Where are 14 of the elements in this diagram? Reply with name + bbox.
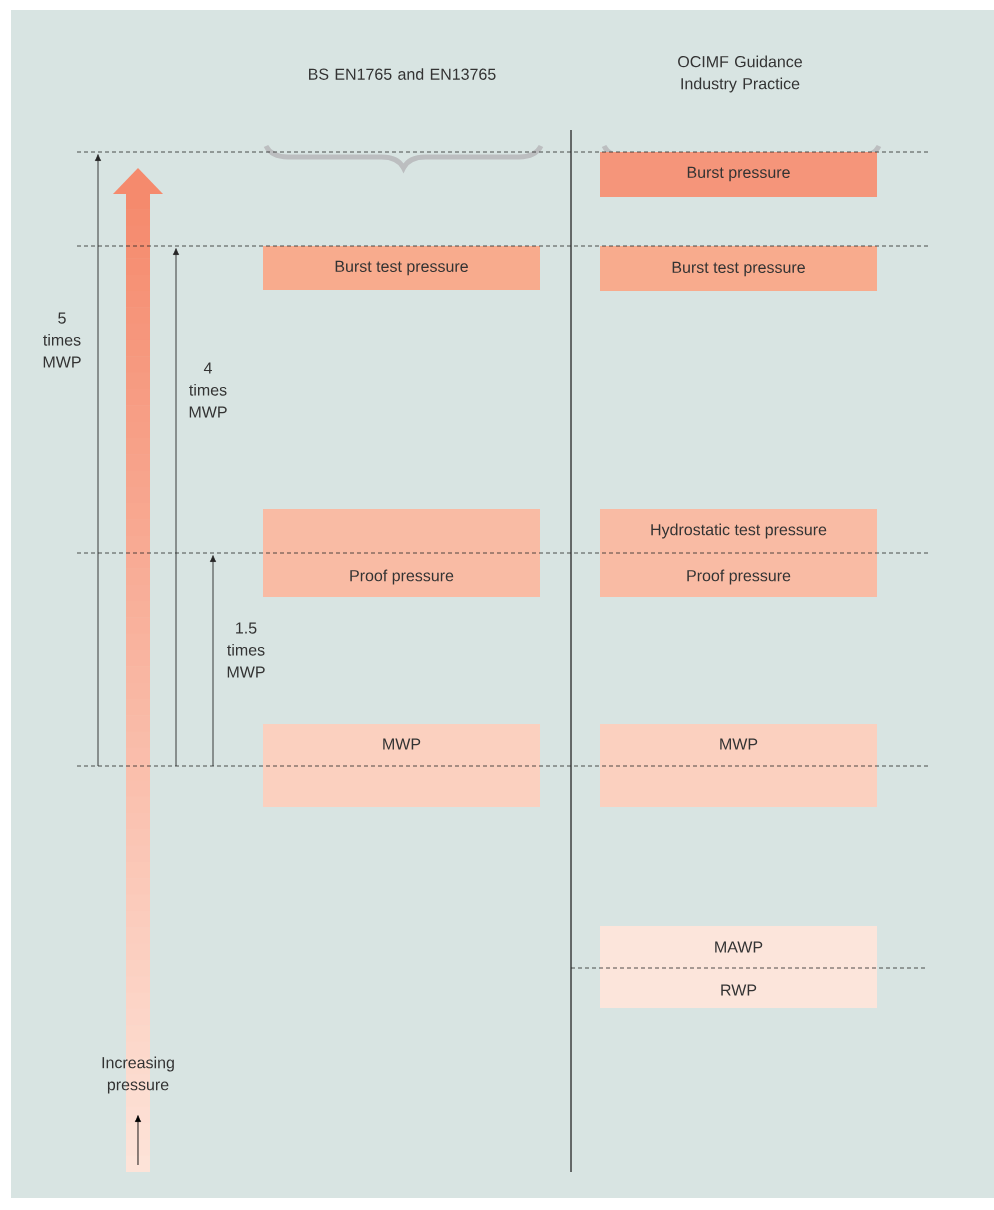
pressure-box: MWP xyxy=(600,724,877,807)
pressure-box: Hydrostatic test pressure Proof pressure xyxy=(600,509,877,597)
pressure-box: Proof pressure xyxy=(263,509,540,597)
dimension-label: 4 times MWP xyxy=(189,362,227,418)
pressure-box: Burst pressure xyxy=(600,152,877,197)
pressure-box: MAWP RWP xyxy=(600,926,877,1008)
axis-label: Increasing pressure xyxy=(102,1056,174,1094)
pressure-box: Burst test pressure xyxy=(600,246,877,291)
pressure-box: Burst test pressure xyxy=(263,246,540,290)
column-heading: OCIMF Guidance Industry Practice xyxy=(678,55,802,93)
dimension-label: 5 times MWP xyxy=(43,312,81,368)
column-heading: BS EN1765 and EN13765 xyxy=(309,68,496,80)
dimension-label: 1.5 times MWP xyxy=(227,622,265,678)
pressure-box: MWP xyxy=(263,724,540,807)
